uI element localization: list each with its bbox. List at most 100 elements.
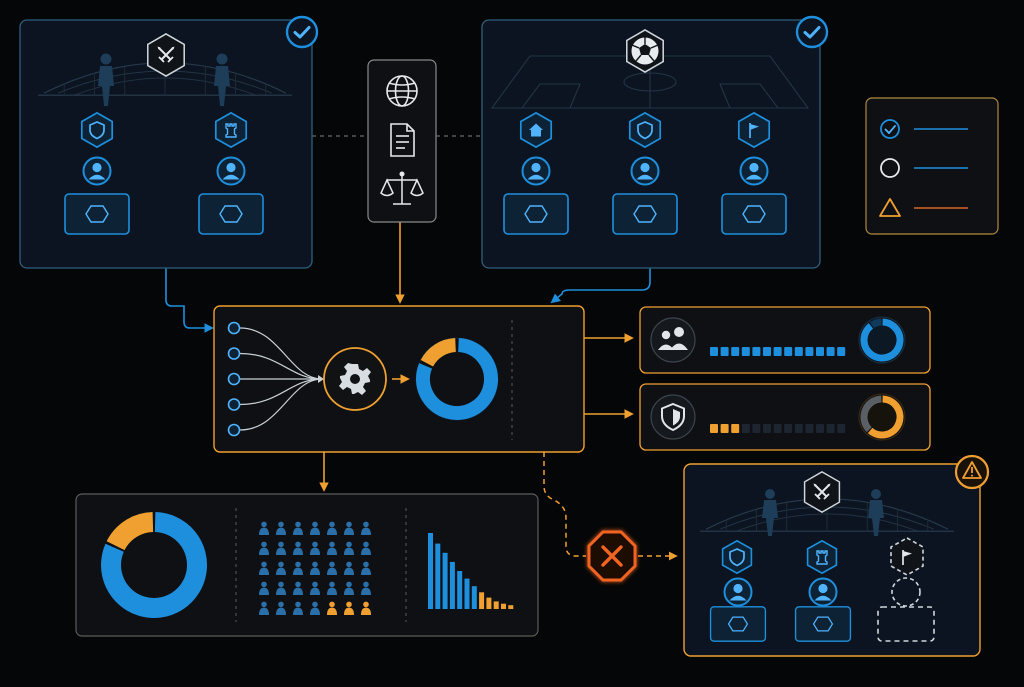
input-node <box>227 372 241 386</box>
bar-segment <box>816 424 824 433</box>
ring-segment-primary <box>867 395 904 439</box>
pitch-sketch <box>490 55 810 109</box>
match-panel-b <box>481 15 829 269</box>
team-slot <box>721 193 787 235</box>
bar-segment <box>763 424 771 433</box>
ring-segment-primary <box>101 512 207 618</box>
processor-panel <box>213 305 585 453</box>
arrow-panel-b-to-processor <box>550 268 651 304</box>
input-node <box>227 423 241 437</box>
output-ring-chart <box>415 337 499 421</box>
input-connector <box>239 378 323 406</box>
bar-segment <box>710 347 718 356</box>
input-connector <box>239 327 323 380</box>
empty-team-slot <box>877 606 935 642</box>
bar-segment <box>773 347 782 356</box>
segment-bar-defense <box>710 424 846 433</box>
summary-donut-chart <box>101 512 207 618</box>
bar-segment <box>763 347 771 356</box>
warning-triangle-icon <box>879 198 901 217</box>
bar <box>486 597 492 609</box>
globe-icon <box>386 75 418 107</box>
user-avatar-icon <box>630 156 660 186</box>
input-connector <box>239 352 323 380</box>
segment-bar-audience <box>710 347 846 356</box>
bar-segment <box>826 347 835 356</box>
team-slot <box>709 606 767 642</box>
bar-segment <box>752 424 761 433</box>
bar <box>449 561 455 609</box>
scales-icon <box>380 171 424 205</box>
ring-segment-primary <box>416 338 498 420</box>
user-avatar-icon <box>808 577 838 607</box>
team-slot <box>198 193 264 235</box>
input-node <box>227 398 241 411</box>
bar-segment <box>741 347 750 356</box>
shield-icon <box>661 402 685 432</box>
ring-chart-audience <box>858 316 906 364</box>
close-octagon-icon <box>587 530 637 582</box>
bar <box>435 543 441 609</box>
dashed-link-to-blocked <box>543 452 586 557</box>
descending-bar-chart <box>428 533 514 609</box>
ring-segment-secondary <box>860 395 882 433</box>
bar <box>428 533 433 609</box>
team-slot <box>612 193 678 235</box>
bar <box>479 592 485 609</box>
bar <box>471 586 477 609</box>
ring-segment-secondary <box>420 338 457 367</box>
ring-segment-secondary <box>869 318 882 329</box>
check-circle-icon <box>880 119 900 139</box>
summary-panel <box>75 493 539 637</box>
user-avatar-icon <box>216 156 246 186</box>
bar-segment <box>720 424 729 433</box>
player-silhouette-right <box>214 53 230 106</box>
user-avatar-icon <box>82 156 112 186</box>
gear-icon <box>339 363 371 395</box>
bar-segment <box>752 347 761 356</box>
input-node <box>227 347 241 360</box>
bar-segment <box>805 347 814 356</box>
user-avatar-icon <box>723 577 753 607</box>
bar-segment <box>720 347 729 356</box>
player-silhouette-left <box>762 489 778 536</box>
match-panel-a <box>19 15 319 269</box>
player-silhouette-left <box>98 53 114 106</box>
player-silhouette-right <box>868 489 884 536</box>
bar <box>464 578 470 609</box>
bar-segment <box>784 424 793 433</box>
bar-segment <box>805 424 814 433</box>
bar <box>457 571 463 609</box>
ring-segment-secondary <box>106 512 154 551</box>
bar-segment <box>710 424 718 433</box>
legend-card <box>865 97 999 235</box>
bar <box>501 603 506 609</box>
team-slot <box>503 193 569 235</box>
bar <box>493 601 499 609</box>
metric-row-defense <box>639 383 931 451</box>
users-icon <box>658 327 688 350</box>
bar-segment <box>741 424 750 433</box>
input-nodes <box>227 321 324 437</box>
bar-segment <box>773 424 782 433</box>
input-connector <box>239 378 323 431</box>
bar-segment <box>816 347 824 356</box>
check-badge-icon <box>285 15 319 49</box>
bar-segment <box>731 347 740 356</box>
check-badge-icon <box>795 15 829 49</box>
warning-match-panel <box>683 454 990 657</box>
ring-chart-defense <box>858 393 906 441</box>
circle-outline-icon <box>880 158 900 178</box>
bar-segment <box>731 424 740 433</box>
warning-badge-icon <box>954 454 990 490</box>
empty-avatar-slot <box>891 577 921 607</box>
bar <box>508 605 514 609</box>
bar <box>442 552 448 609</box>
document-icon <box>390 123 415 157</box>
input-node <box>227 321 241 335</box>
team-slot <box>64 193 130 235</box>
ring-segment-primary <box>860 318 904 362</box>
arrow-panel-a-to-processor <box>165 268 214 333</box>
